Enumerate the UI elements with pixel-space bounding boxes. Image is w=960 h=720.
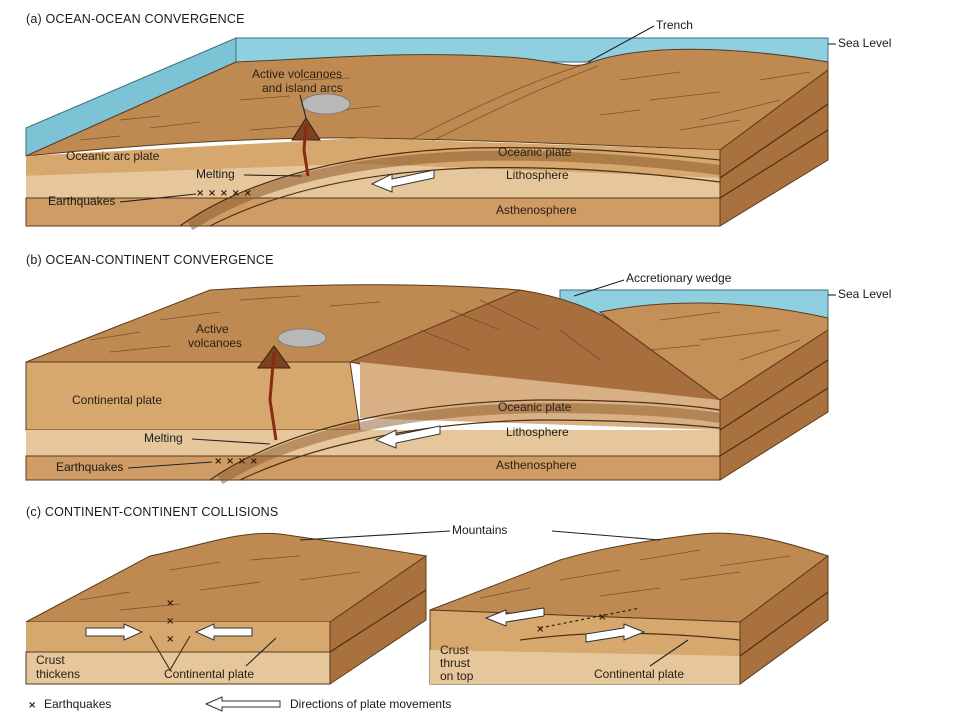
panel-c-left-arrow-right [85, 623, 144, 641]
sea-level-label-a: Sea Level [838, 36, 891, 50]
panel-a-magma [302, 123, 310, 177]
panel-c-left-texture [79, 555, 361, 611]
volcanoes-label-b-line2: volcanoes [188, 336, 242, 350]
oceanic-plate-label-a: Oceanic plate [498, 145, 572, 159]
panel-c-right-arrow-upper [484, 607, 545, 627]
panel-c-left-right-face [329, 555, 427, 685]
lithosphere-label-b: Lithosphere [506, 425, 569, 439]
panel-a-texture [79, 71, 811, 141]
accretionary-wedge-label: Accretionary wedge [626, 271, 732, 285]
panel-a-right-face [719, 69, 829, 227]
panel-c-left-surface [25, 532, 428, 623]
crust-thrust-line2: thrust [440, 656, 471, 670]
panel-b-movement-arrow [374, 425, 441, 449]
crust-thrust-line1: Crust [440, 643, 469, 657]
crust-thickens-line1: Crust [36, 653, 65, 667]
sea-level-label-b: Sea Level [838, 287, 891, 301]
earthquakes-label-b: Earthquakes [56, 460, 123, 474]
continental-plate-label-b: Continental plate [72, 393, 162, 407]
trench-label: Trench [656, 18, 693, 32]
volcanoes-label-a-line1: Active volcanoes [252, 67, 342, 81]
asthenosphere-label-b: Asthenosphere [496, 458, 577, 472]
panel-c-right-earthquake-marks: × [536, 624, 544, 635]
oceanic-arc-plate-label: Oceanic arc plate [66, 149, 160, 163]
panel-c-right-earthquake-mark-2: × [598, 612, 606, 623]
panel-a: (a) OCEAN-OCEAN CONVERGENCE × [25, 12, 891, 231]
panel-a-earthquake-marks: × × × × × [196, 188, 252, 199]
panel-b-texture [89, 295, 801, 361]
panel-c-left-earthquake-marks: × [166, 598, 174, 609]
panel-c-title: (c) CONTINENT-CONTINENT COLLISIONS [26, 505, 278, 519]
panel-c-right-arrow-lower [585, 623, 646, 643]
panel-b-oceanfloor-surface [598, 302, 829, 401]
panel-b: (b) OCEAN-CONTINENT CONVERGENCE [25, 253, 891, 485]
melting-label-a: Melting [196, 167, 235, 181]
panel-b-magma [268, 351, 278, 441]
panel-c-left-earthquake-mark-2: × [166, 616, 174, 627]
crust-thickens-line2: thickens [36, 667, 80, 681]
lithosphere-label-a: Lithosphere [506, 168, 569, 182]
legend-earthquake-symbol: × [28, 700, 36, 711]
legend-plate-movements-label: Directions of plate movements [290, 697, 451, 711]
panel-c-left-earthquake-mark-3: × [166, 634, 174, 645]
panel-c-right-surface [429, 532, 830, 623]
panel-b-right-face [719, 329, 829, 481]
panel-a-trench-groove [409, 62, 589, 141]
panel-b-slab [217, 402, 721, 485]
continental-plate-label-c-left: Continental plate [164, 667, 254, 681]
earthquakes-label-a: Earthquakes [48, 194, 115, 208]
panel-a-surface [25, 48, 829, 157]
legend-arrow-symbol [204, 696, 281, 712]
mountains-label: Mountains [452, 523, 507, 537]
panel-c-right-fault [539, 607, 641, 629]
oceanic-plate-label-b: Oceanic plate [498, 400, 572, 414]
crust-thrust-line3: on top [440, 669, 474, 683]
panel-a-title: (a) OCEAN-OCEAN CONVERGENCE [26, 12, 245, 26]
panel-c-left-arrow-left [194, 623, 253, 641]
panel-c-right-texture [479, 549, 791, 599]
asthenosphere-label-a: Asthenosphere [496, 203, 577, 217]
panel-c-left-front-crust [26, 622, 330, 652]
panel-a-front-asthenosphere [25, 197, 721, 227]
panel-a-front-lithosphere [26, 164, 720, 198]
panel-b-front-lithosphere [26, 430, 720, 456]
panel-b-ash-cloud [277, 328, 327, 348]
panel-a-ash-cloud [301, 93, 351, 115]
legend-earthquakes-label: Earthquakes [44, 697, 111, 711]
panel-c: (c) CONTINENT-CONTINENT COLLISIONS × × ×… [25, 505, 830, 685]
continental-plate-label-c-right: Continental plate [594, 667, 684, 681]
volcanoes-label-a-line2: and island arcs [262, 81, 343, 95]
panel-a-slab [187, 150, 721, 231]
panel-c-right-right-face [739, 555, 829, 685]
legend: × Earthquakes Directions of plate moveme… [28, 696, 451, 712]
volcanoes-label-b-line1: Active [196, 322, 229, 336]
melting-label-b: Melting [144, 431, 183, 445]
panel-b-title: (b) OCEAN-CONTINENT CONVERGENCE [26, 253, 274, 267]
panel-b-earthquake-marks: × × × × [214, 456, 258, 467]
panel-c-right-front-lower [430, 650, 740, 684]
panel-a-movement-arrow [370, 169, 435, 193]
